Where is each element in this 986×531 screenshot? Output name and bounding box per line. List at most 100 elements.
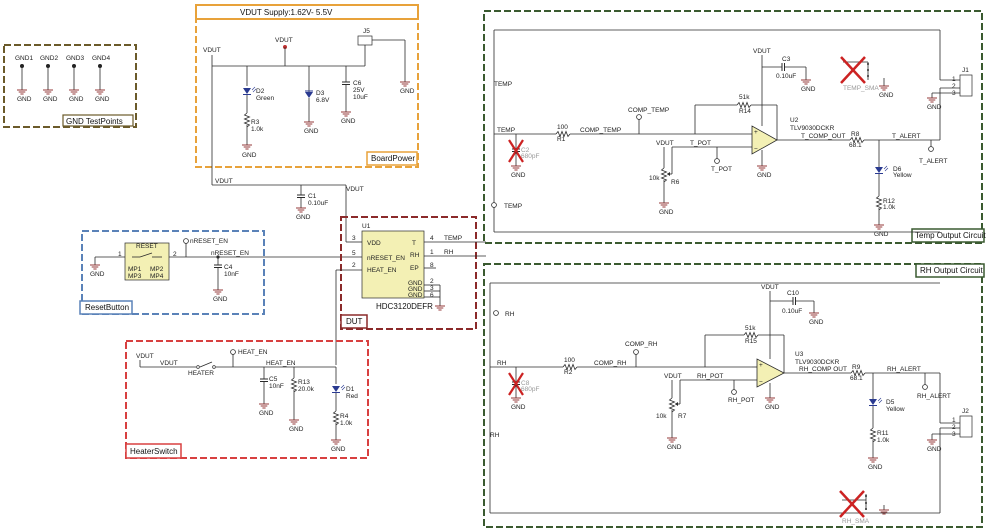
svg-text:1: 1	[430, 249, 434, 256]
svg-text:MP3: MP3	[128, 273, 142, 280]
svg-text:R13: R13	[298, 379, 310, 386]
svg-text:T_COMP_OUT: T_COMP_OUT	[801, 133, 845, 140]
svg-text:RH_ALERT: RH_ALERT	[917, 393, 951, 400]
svg-text:R15: R15	[745, 338, 757, 345]
svg-text:2: 2	[430, 278, 434, 285]
svg-text:Yellow: Yellow	[886, 406, 905, 413]
svg-text:Red: Red	[346, 393, 358, 400]
svg-text:RH: RH	[490, 432, 500, 439]
svg-text:VDD: VDD	[367, 240, 381, 247]
svg-text:−: −	[759, 379, 763, 386]
svg-text:VDUT: VDUT	[203, 47, 221, 54]
svg-text:GND: GND	[927, 104, 942, 111]
svg-text:RH_SMA: RH_SMA	[842, 518, 870, 525]
svg-text:GND: GND	[242, 152, 257, 159]
svg-text:TLV9030DCKR: TLV9030DCKR	[795, 359, 840, 366]
svg-text:TEMP: TEMP	[494, 81, 512, 88]
svg-text:J2: J2	[962, 408, 969, 415]
svg-text:R9: R9	[852, 364, 861, 371]
svg-text:3: 3	[430, 285, 434, 292]
svg-text:2: 2	[952, 424, 956, 431]
svg-text:GND: GND	[400, 88, 415, 95]
svg-text:GND: GND	[511, 404, 526, 411]
svg-text:GND: GND	[408, 292, 423, 299]
svg-text:J1: J1	[962, 67, 969, 74]
svg-text:100: 100	[564, 357, 575, 364]
svg-text:68.1: 68.1	[849, 142, 862, 149]
heater-switch-block: HeaterSwitch VDUT VDUT HEATER HEAT_EN HE…	[125, 340, 369, 459]
svg-text:68.1: 68.1	[850, 375, 863, 382]
svg-text:D3: D3	[316, 90, 325, 97]
svg-text:Green: Green	[256, 95, 274, 102]
svg-text:680pF: 680pF	[521, 386, 539, 393]
dut-title: DUT	[346, 317, 363, 326]
svg-text:1.0k: 1.0k	[877, 437, 890, 444]
svg-text:GND: GND	[879, 92, 894, 99]
svg-text:HEAT_EN: HEAT_EN	[367, 267, 397, 274]
dut-block: DUT U1 VDD nRESET_EN HEAT_EN T RH EP GND…	[335, 216, 486, 365]
svg-text:GND1: GND1	[15, 55, 33, 62]
svg-text:GND: GND	[801, 86, 816, 93]
svg-text:R4: R4	[340, 413, 349, 420]
svg-text:R6: R6	[671, 179, 680, 186]
svg-text:R7: R7	[678, 413, 687, 420]
svg-text:GND: GND	[408, 280, 423, 287]
svg-text:−: −	[754, 146, 758, 153]
gnd1-testpoint: GND1 GND	[15, 55, 33, 103]
svg-text:U2: U2	[790, 117, 799, 124]
svg-text:GND: GND	[17, 96, 32, 103]
svg-text:D1: D1	[346, 386, 355, 393]
svg-text:GND: GND	[765, 404, 780, 411]
reset-button-title: ResetButton	[85, 303, 129, 312]
svg-text:VDUT: VDUT	[664, 373, 682, 380]
svg-text:VDUT: VDUT	[275, 37, 293, 44]
svg-text:4: 4	[430, 235, 434, 242]
svg-text:GND: GND	[341, 118, 356, 125]
svg-text:GND: GND	[259, 410, 274, 417]
svg-text:GND: GND	[659, 209, 674, 216]
board-power-header: VDUT Supply:1.62V- 5.5V	[240, 8, 333, 17]
svg-text:3: 3	[352, 235, 356, 242]
svg-text:+: +	[754, 129, 758, 136]
svg-text:10uF: 10uF	[353, 94, 368, 101]
bypass-cap-c1: VDUT C1 0.10uF GND VDUT	[212, 178, 364, 243]
svg-text:680pF: 680pF	[521, 153, 539, 160]
svg-text:GND3: GND3	[66, 55, 84, 62]
svg-text:C3: C3	[782, 56, 791, 63]
heater-switch-title: HeaterSwitch	[130, 447, 178, 456]
svg-text:RH: RH	[497, 360, 507, 367]
svg-text:100: 100	[557, 124, 568, 131]
svg-text:TEMP: TEMP	[497, 127, 515, 134]
gnd-testpoints-block: GND TestPoints GND1 GND GND2 GND GND3 GN…	[3, 44, 137, 128]
gnd-testpoints-title: GND TestPoints	[66, 117, 123, 126]
svg-text:GND: GND	[667, 444, 682, 451]
svg-text:GND: GND	[331, 446, 346, 453]
svg-text:R2: R2	[564, 369, 573, 376]
svg-text:D6: D6	[893, 166, 902, 173]
svg-text:T_POT: T_POT	[690, 140, 711, 147]
svg-text:C4: C4	[224, 264, 233, 271]
svg-text:51k: 51k	[745, 325, 756, 332]
svg-text:TEMP: TEMP	[504, 203, 522, 210]
gnd3-testpoint: GND3 GND	[66, 55, 84, 103]
svg-text:R1: R1	[557, 136, 566, 143]
svg-text:GND: GND	[213, 296, 228, 303]
svg-text:MP2: MP2	[150, 266, 164, 273]
svg-text:1: 1	[952, 417, 956, 424]
svg-text:C6: C6	[353, 80, 362, 87]
svg-text:D2: D2	[256, 88, 265, 95]
svg-text:T_POT: T_POT	[711, 166, 732, 173]
svg-text:0.10uF: 0.10uF	[782, 308, 802, 315]
svg-text:5: 5	[352, 250, 356, 257]
svg-text:EP: EP	[410, 265, 419, 272]
svg-text:RH: RH	[505, 311, 515, 318]
temp-sma-dnp: TEMP_SMA GND	[839, 55, 894, 99]
svg-text:GND: GND	[868, 464, 883, 471]
svg-text:VDUT: VDUT	[753, 48, 771, 55]
svg-text:HEAT_EN: HEAT_EN	[266, 360, 296, 367]
svg-text:RH: RH	[410, 252, 420, 259]
svg-text:1: 1	[118, 251, 122, 258]
svg-text:COMP_RH: COMP_RH	[625, 341, 658, 348]
svg-text:RH_COMP OUT: RH_COMP OUT	[799, 366, 847, 373]
svg-text:COMP_TEMP: COMP_TEMP	[580, 127, 621, 134]
